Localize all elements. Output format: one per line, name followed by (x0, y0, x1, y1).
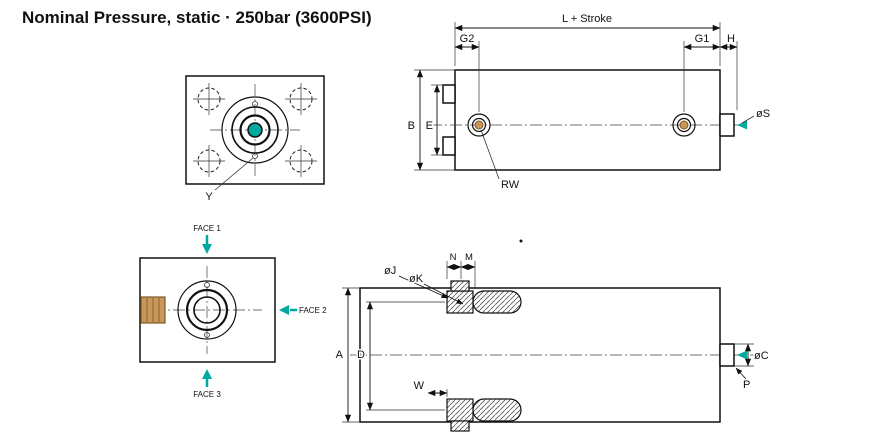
dim-label-p: P (743, 379, 750, 391)
face2-arrow-icon (279, 305, 289, 315)
head-tab-bottom (442, 136, 456, 156)
dim-label-a: A (336, 349, 344, 361)
dim-label-h: H (727, 33, 735, 45)
dim-label-os: øS (756, 108, 770, 120)
dim-label-b: B (408, 120, 415, 132)
dim-label-rw: RW (501, 179, 520, 191)
face2-label: FACE 2 (299, 306, 327, 315)
dim-label-g2: G2 (460, 33, 475, 45)
view-side-top: L + Stroke G2 G1 H B E (406, 12, 771, 193)
rod-end-bottom (719, 343, 735, 367)
dim-label-n: N (450, 252, 457, 263)
port-left-icon (467, 113, 491, 137)
face1-arrow-icon (202, 244, 212, 254)
side-port-icon (140, 296, 166, 324)
piston-bore-icon (177, 280, 237, 340)
dim-label-oj: øJ (384, 265, 396, 277)
dim-label-m: M (465, 252, 473, 263)
dot-mark (519, 239, 523, 243)
dim-label-y: Y (205, 191, 213, 203)
view-front-top: Y (185, 75, 325, 205)
face3-label: FACE 3 (193, 390, 221, 399)
head-tab-top (442, 84, 456, 104)
rod-pointer-icon (737, 350, 747, 360)
face3-arrow-icon (202, 369, 212, 379)
dim-label-w: W (414, 380, 425, 392)
plug-top-icon (446, 280, 522, 314)
dim-label-l-stroke: L + Stroke (562, 13, 612, 25)
rod-end-top (719, 113, 735, 137)
view-front-bottom: FACE 1 FACE 2 FACE 3 (139, 224, 327, 399)
piston-bore-icon (221, 96, 289, 164)
dim-label-oc: øC (754, 350, 769, 362)
face1-label: FACE 1 (193, 224, 221, 233)
dim-label-ok: øK (409, 273, 424, 285)
dim-label-e: E (426, 120, 433, 132)
corner-hole-icon (193, 83, 317, 177)
rod-pointer-icon (737, 120, 747, 130)
plug-bottom-icon (446, 398, 522, 432)
port-right-icon (672, 113, 696, 137)
dim-label-d: D (357, 349, 365, 361)
page-title: Nominal Pressure, static · 250bar (3600P… (22, 8, 372, 27)
view-side-bottom: N M øJ øK A D W øC (334, 251, 770, 432)
dim-label-g1: G1 (695, 33, 710, 45)
